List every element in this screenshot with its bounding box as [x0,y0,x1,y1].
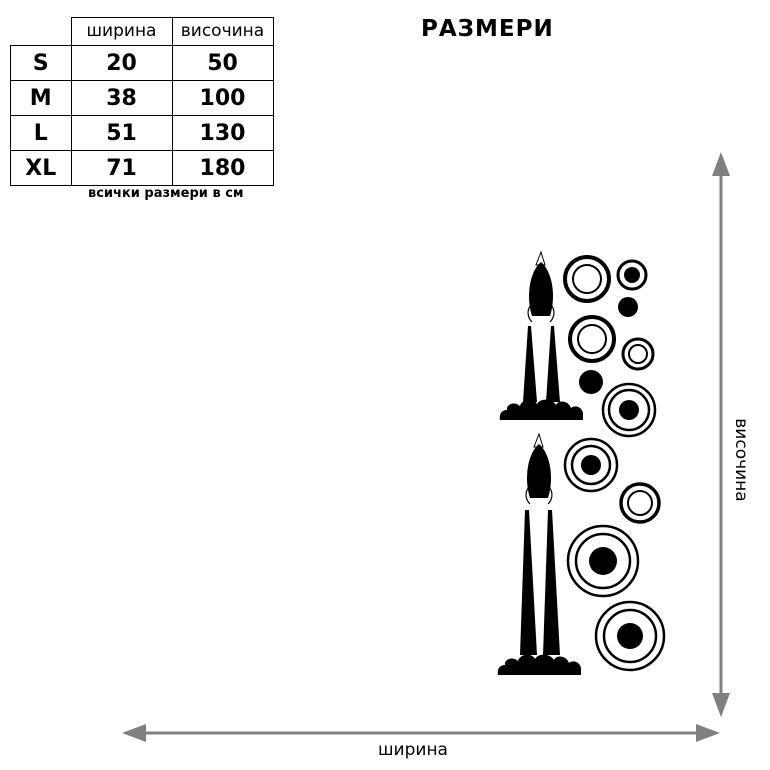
width-cell: 38 [70,80,173,116]
table-header-row: ширина височина [10,17,274,46]
width-cell: 20 [70,45,173,81]
circle-decorations [563,255,666,672]
table-row: XL 71 180 [10,150,274,186]
rocket-graphic [497,432,582,675]
width-dimension-label: ширина [378,740,448,760]
table-note: всички размери в см [88,186,244,201]
size-cell: M [10,80,72,116]
height-cell: 50 [171,45,274,81]
height-arrow [712,152,730,717]
column-header-height: височина [171,17,274,46]
size-table: ширина височина S 20 50 M 38 100 L 51 13… [10,17,274,186]
page-title: РАЗМЕРИ [421,16,554,42]
width-cell: 51 [70,115,173,151]
height-cell: 180 [171,150,274,186]
width-arrow [122,724,720,742]
table-row: L 51 130 [10,115,274,151]
height-cell: 130 [171,115,274,151]
width-cell: 71 [70,150,173,186]
rocket-graphic [499,250,584,420]
table-row: S 20 50 [10,45,274,81]
size-cell: L [10,115,72,151]
size-cell: XL [10,150,72,186]
height-dimension-label: височина [731,418,751,502]
